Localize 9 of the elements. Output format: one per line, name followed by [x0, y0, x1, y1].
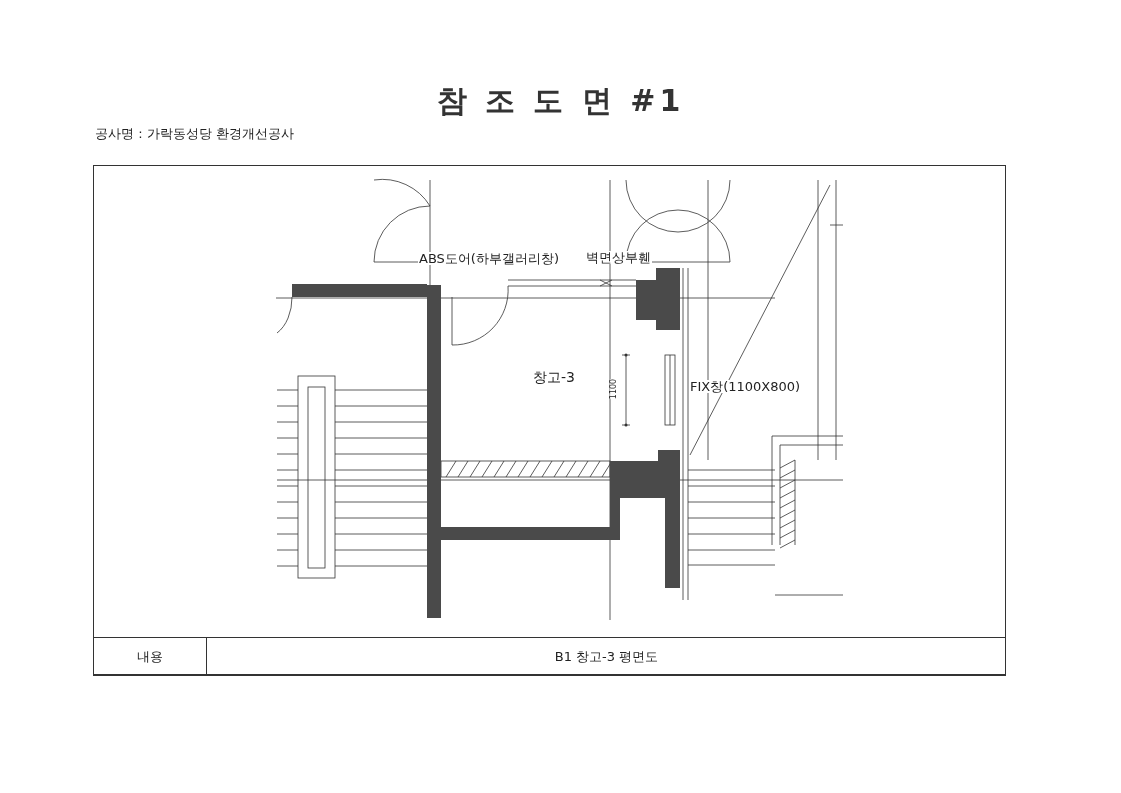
table-header-cell: 내용 [93, 637, 207, 675]
table-cell: B1 창고-3 평면도 [207, 637, 1006, 675]
project-name: 공사명 : 가락동성당 환경개선공사 [95, 125, 294, 143]
dimension-value: 1100 [610, 378, 619, 400]
room-label: 창고-3 [533, 370, 575, 384]
fan-label: 벽면상부휀 [585, 251, 652, 264]
window-label: FIX창(1100X800) [690, 380, 801, 393]
page-title: 참 조 도 면 #1 [435, 82, 686, 120]
door-label: ABS도어(하부갤러리창) [418, 252, 560, 265]
